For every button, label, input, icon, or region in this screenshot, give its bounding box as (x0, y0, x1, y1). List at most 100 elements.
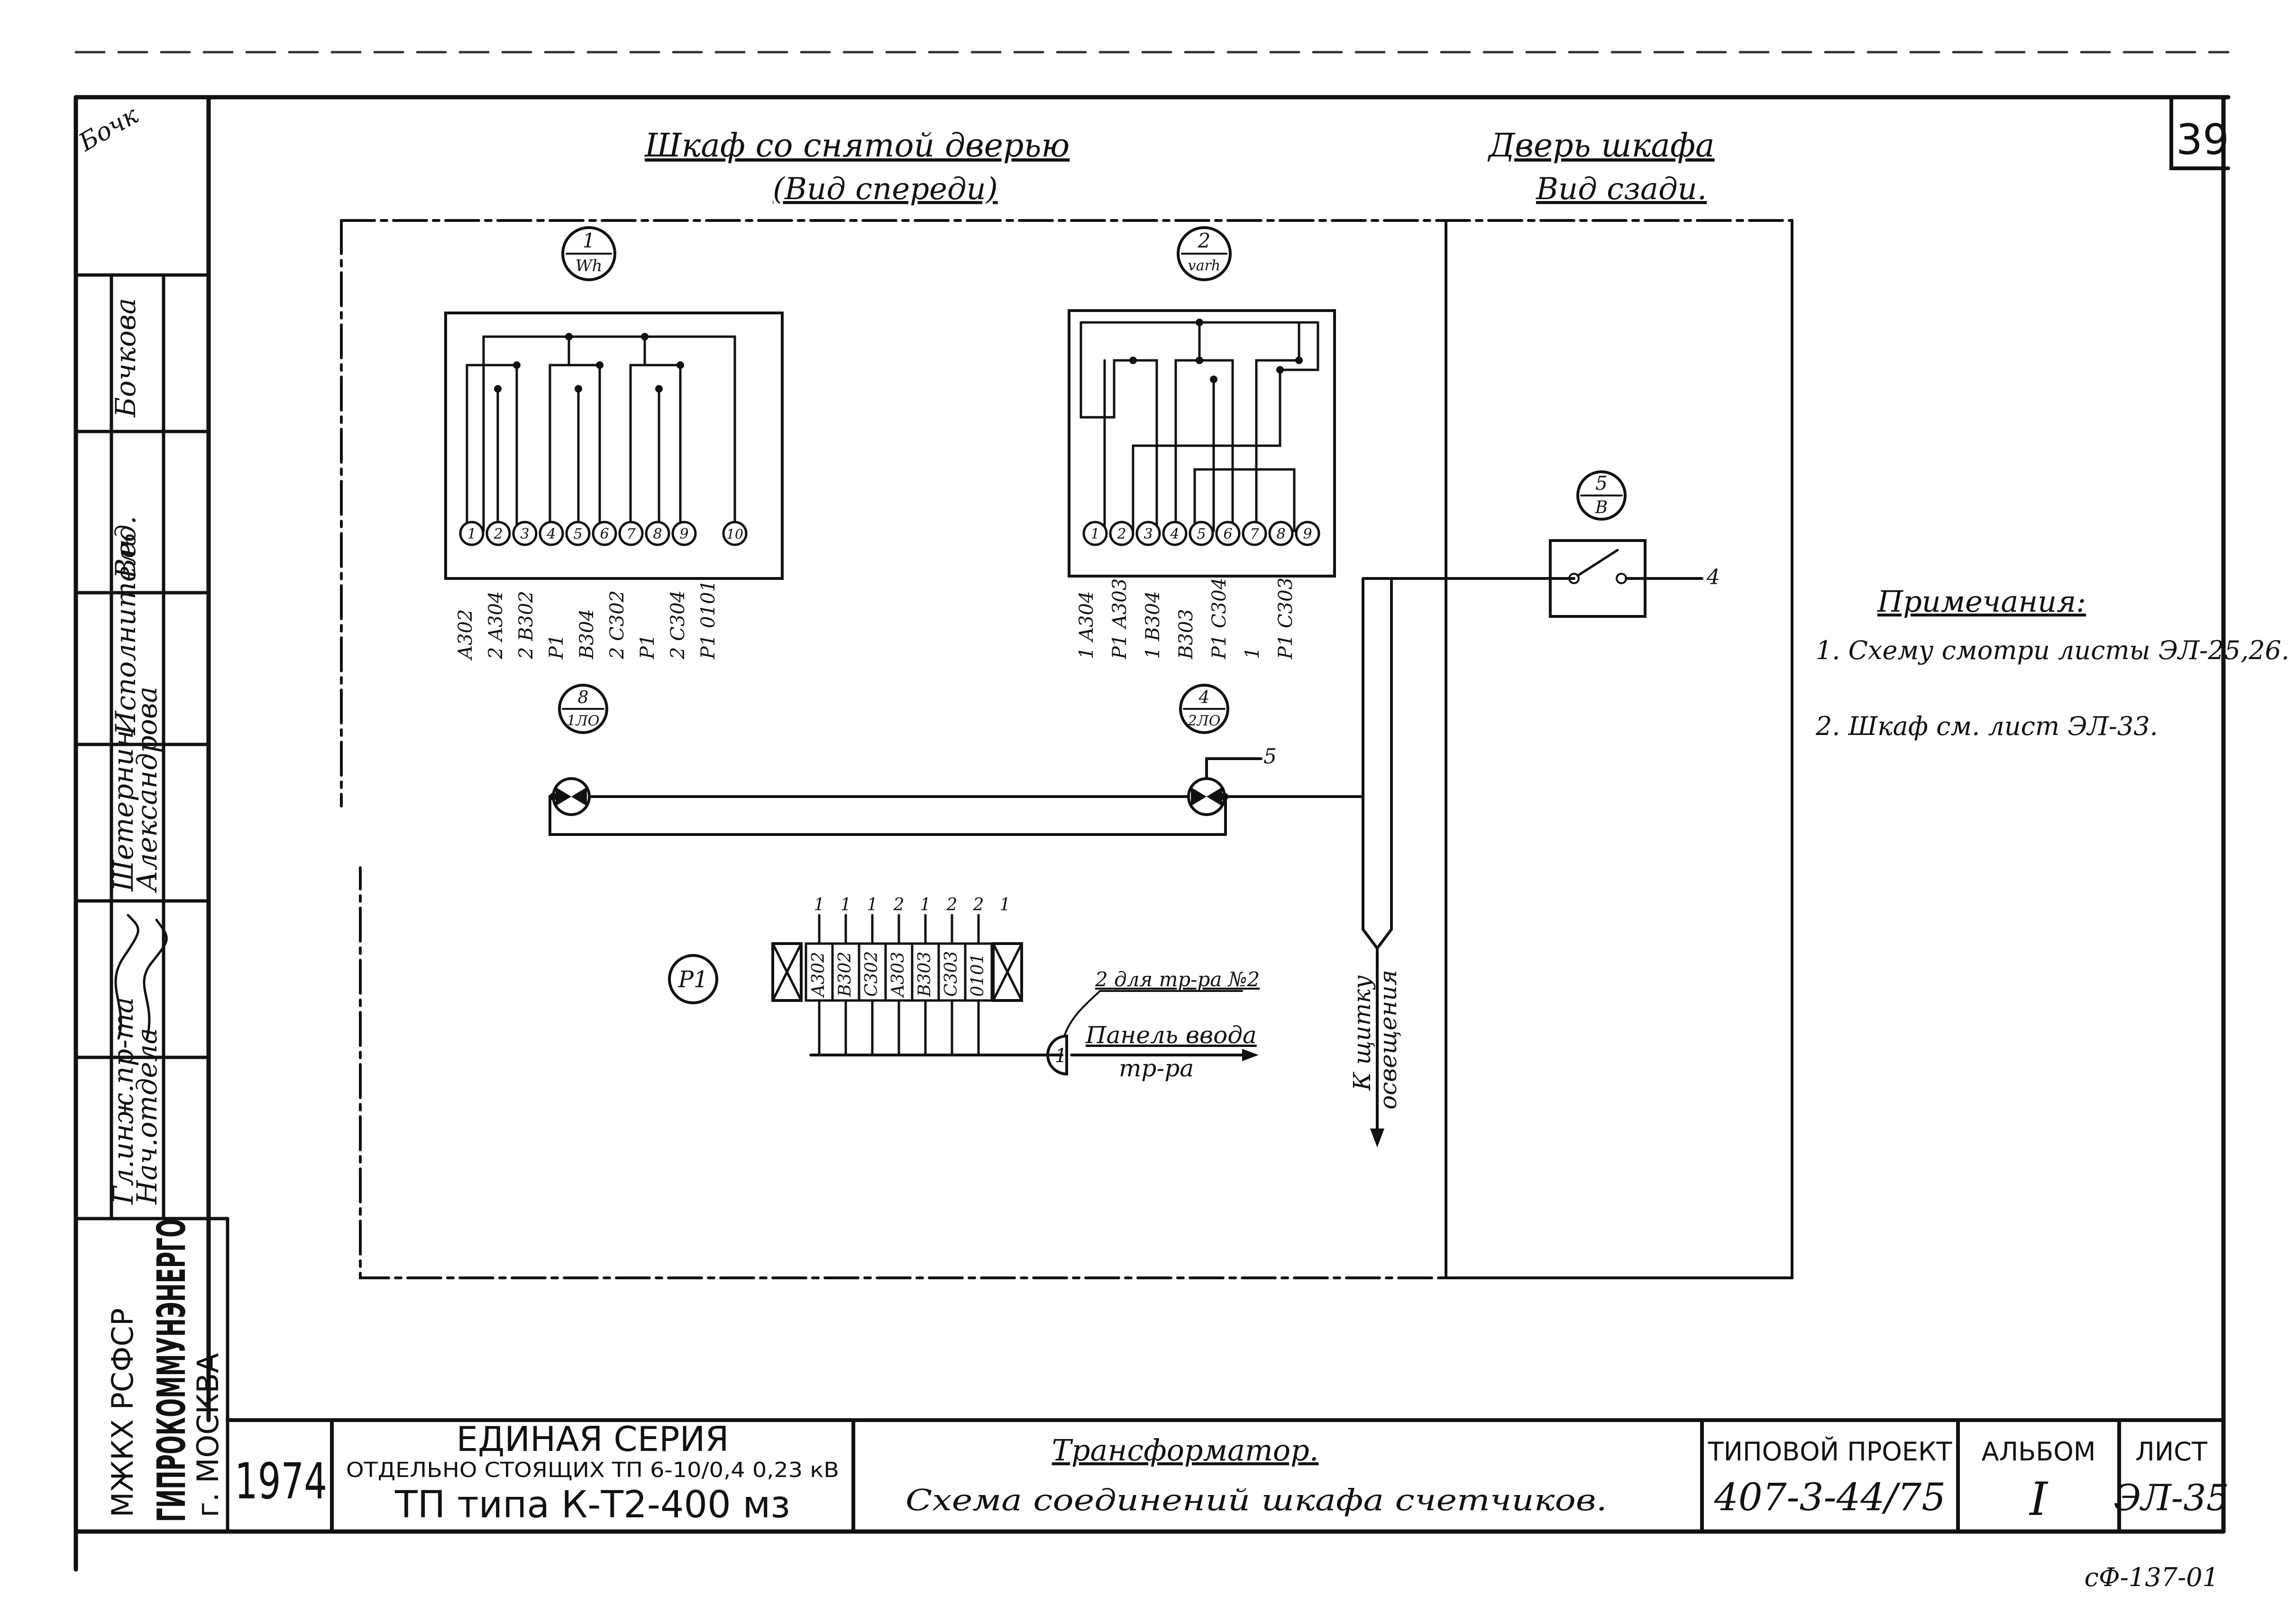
stamp-role-4: Шетернин (107, 730, 139, 892)
signature-scribble-2 (143, 918, 168, 1040)
lamp-2-terminal: 5 (1263, 744, 1277, 769)
title-series-2: ОТДЕЛЬНО СТОЯЩИХ ТП 6-10/0,4 0,23 кВ (346, 1458, 839, 1482)
meter-1-wire-label: P1 0101 (697, 580, 719, 660)
block-cell-label: A302 (809, 952, 828, 998)
meter-1-terminal (722, 521, 748, 546)
title-series-1: ЕДИНАЯ СЕРИЯ (457, 1419, 729, 1459)
album-label: АЛЬБОМ (1982, 1437, 2096, 1467)
lamp-2-code: 2ЛО (1188, 713, 1221, 729)
sheet-value: ЭЛ-35 (2113, 1477, 2229, 1519)
meter-2-terminal (1135, 521, 1161, 546)
meter-2-number: 2 (1198, 229, 1211, 252)
title-series-3: ТП типа К-Т2-400 мз (394, 1484, 790, 1526)
lamp-2-number: 4 (1198, 688, 1210, 707)
front-view-title: Шкаф со снятой дверью (644, 127, 1070, 165)
meter-2-terminal-label: 4 (1170, 526, 1179, 542)
door-view-subtitle: Вид сзади. (1536, 172, 1707, 207)
block-top-number: 1 (867, 895, 878, 915)
block-top-number: 2 (893, 895, 905, 915)
meter-2-terminal-label: 7 (1250, 526, 1259, 542)
signature-scribble-1 (114, 914, 139, 1040)
lighting-label-2: освещения (1374, 970, 1402, 1110)
meter-1-wire-label: 2 C304 (667, 590, 689, 660)
meter-1-terminal (671, 521, 697, 546)
notes: Примечания: 1. Схему смотри листы ЭЛ-25,… (1815, 584, 2289, 741)
stamp-org-3: г. МОСКВА (191, 1353, 225, 1517)
meter-2-terminal (1215, 521, 1241, 546)
title-year: 1974 (235, 1452, 327, 1510)
meter-1-terminal-label: 5 (573, 526, 582, 542)
meter-2-terminal (1189, 521, 1214, 546)
block-cell-label: B303 (915, 952, 934, 997)
meter-1-wire-label: 2 B302 (515, 591, 537, 660)
block-top-number: 1 (920, 895, 931, 915)
meter-1-wire-label: 2 A304 (485, 591, 507, 660)
block-top-number: 1 (814, 895, 825, 915)
meter-2-wire-label: 1 B304 (1142, 591, 1164, 659)
block-label-circle (668, 954, 718, 1004)
meter-1-terminal (459, 521, 485, 546)
meter-1-body (444, 312, 784, 580)
meter-2-wire-label: 1 A304 (1076, 591, 1098, 659)
notes-title: Примечания: (1877, 584, 2086, 619)
block-cell-label: A303 (888, 952, 908, 998)
transformer-note: 2 для тр-ра №2 (1095, 968, 1260, 991)
meter-2-terminal (1082, 521, 1108, 546)
stamp-role-6: Вед. (110, 516, 142, 579)
panel-label-2: тр-ра (1119, 1055, 1194, 1082)
stamp-role-7: Бочкова (110, 298, 142, 418)
meter-2-terminal-label: 1 (1090, 526, 1099, 542)
meter-1-terminal (645, 521, 670, 546)
lamp-2: 4 2ЛО 5 (1179, 684, 1277, 816)
meter-1-wire-label: B304 (576, 609, 598, 660)
meter-1-wire-label: A302 (455, 609, 476, 661)
meter-2-code: varh (1188, 257, 1221, 274)
meter-1-terminal (539, 521, 564, 546)
meter-1-terminal-label: 4 (546, 526, 556, 542)
block-cell-label: C303 (942, 951, 961, 997)
meter-2-terminal-label: 3 (1143, 526, 1153, 542)
meter-1-wire-label: P1 (637, 634, 659, 660)
switch: 5 B 4 (1362, 470, 1720, 951)
meter-2-wire-label: 1 (1242, 647, 1263, 659)
lamp-1-code: 1ЛО (567, 713, 600, 729)
meter-1-terminal-label: 2 (493, 526, 503, 542)
meter-2: 2 varh (1068, 226, 1336, 578)
meter-1-terminal (618, 521, 644, 546)
panel-number: 1 (1055, 1045, 1067, 1067)
block-top-number: 2 (946, 895, 958, 915)
meter-1-terminal-label: 6 (600, 526, 609, 542)
front-view-subtitle: (Вид спереди) (773, 172, 998, 207)
project-label: ТИПОВОЙ ПРОЕКТ (1708, 1437, 1953, 1467)
switch-terminal: 4 (1706, 565, 1720, 589)
title-block (226, 1418, 2225, 1533)
album-value: I (2029, 1473, 2049, 1526)
meter-1-terminal (512, 521, 538, 546)
note-2: 2. Шкаф см. лист ЭЛ-33. (1815, 711, 2158, 741)
footer-code: сФ-137-01 (2085, 1562, 2219, 1592)
meter-1-terminal-label: 1 (467, 526, 476, 542)
meter-1-number: 1 (583, 229, 595, 252)
stamp-role-2: Нач.отдела (131, 1028, 163, 1205)
block-top-number: 1 (1000, 895, 1011, 915)
corner-sheet-box: 39 (2169, 95, 2230, 170)
meter-2-wire-label: P1 C303 (1275, 578, 1297, 660)
panel-label-1: Панель ввода (1085, 1021, 1257, 1049)
meter-1-code: Wh (576, 257, 603, 275)
stamp-name-1: Александрова (131, 687, 163, 893)
meter-2-wire-label: B303 (1175, 609, 1197, 660)
meter-2-terminal-label: 6 (1223, 526, 1232, 542)
meter-1-terminal-label: 9 (679, 526, 688, 542)
meter-1-terminal-label: 8 (653, 526, 662, 542)
title-subject-2: Схема соединений шкафа счетчиков. (906, 1483, 1607, 1517)
meter-1: 1 Wh (444, 226, 784, 580)
margin-signature: Бочк (74, 101, 144, 157)
lighting-label-1: К щитку (1348, 975, 1376, 1091)
title-subject-1: Трансформатор. (1052, 1433, 1319, 1468)
input-panel: 1 2 для тр-ра №2 Панель ввода тр-ра (1046, 968, 1260, 1082)
